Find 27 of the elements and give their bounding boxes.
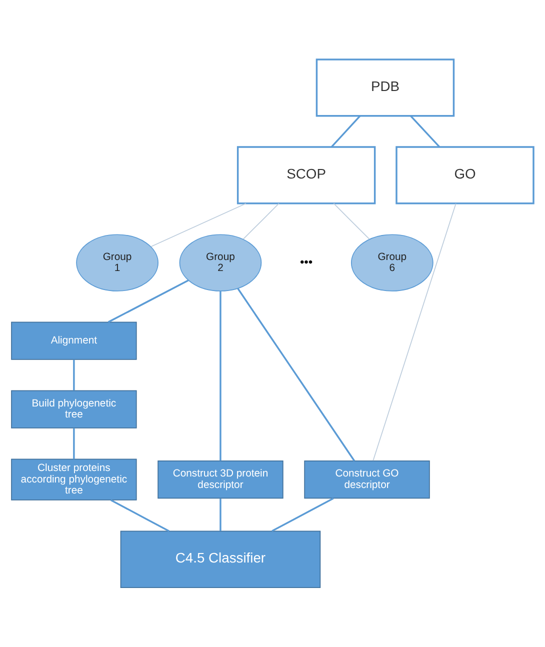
label: ••• (300, 255, 313, 270)
node-ellipse: Group 1 (76, 234, 158, 292)
node-box: Alignment (11, 322, 137, 360)
connector (372, 203, 456, 462)
node-box: Cluster proteins according phylogenetic tree (11, 458, 137, 500)
node-ellipse: Group 2 (179, 234, 262, 292)
connector (220, 291, 222, 461)
connector (333, 203, 370, 240)
connector (330, 115, 361, 148)
connector (272, 498, 334, 532)
connector (73, 360, 75, 391)
node-ellipse: Group 6 (350, 234, 434, 292)
connector (73, 428, 75, 460)
connector (242, 203, 280, 240)
node-box: PDB (316, 58, 455, 117)
connector (220, 498, 222, 531)
node-box: C4.5 Classifier (120, 530, 321, 588)
node-box: Build phylogenetic tree (11, 390, 137, 428)
connector (150, 203, 246, 248)
connector (410, 115, 440, 148)
connector (110, 499, 170, 532)
node-box: Construct GO descriptor (304, 460, 430, 499)
node-box: Construct 3D protein descriptor (158, 460, 284, 499)
connector (237, 288, 356, 462)
node-box: GO (396, 146, 534, 204)
node-box: SCOP (236, 146, 376, 204)
connector (108, 280, 189, 323)
